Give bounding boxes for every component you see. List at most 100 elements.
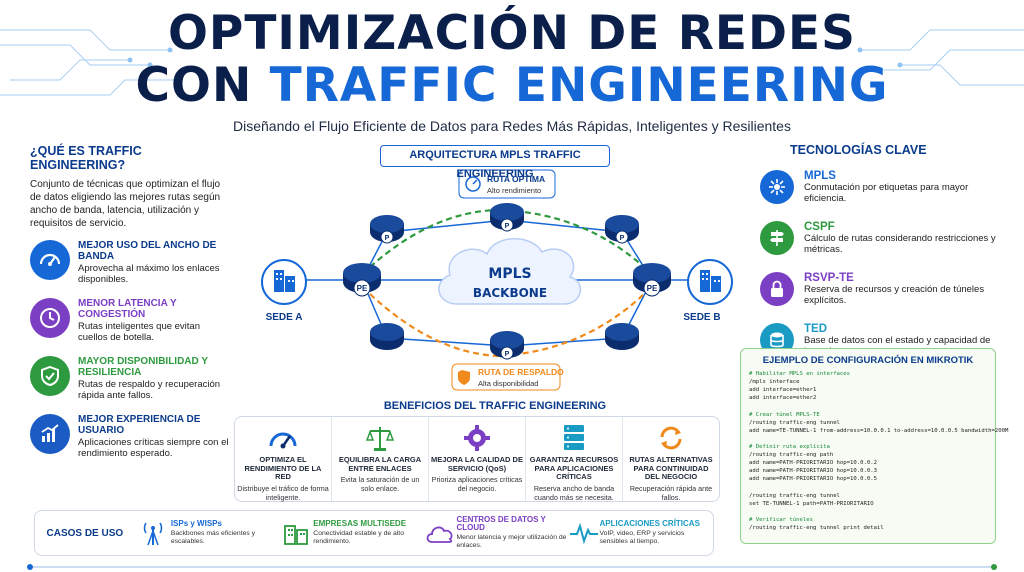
config-title: EJEMPLO DE CONFIGURACIÓN EN MIKROTIK bbox=[762, 355, 974, 366]
tech-desc: Reserva de recursos y creación de túnele… bbox=[804, 284, 985, 307]
tech-title: CSPF bbox=[804, 221, 835, 233]
tech-desc: Conmutación por etiquetas para mayor efi… bbox=[804, 182, 969, 205]
tech-heading: TECNOLOGÍAS CLAVE bbox=[790, 143, 927, 157]
bar-chart-icon bbox=[30, 414, 70, 454]
backup-route-title: RUTA DE RESPALDO bbox=[478, 367, 564, 377]
shield-check-icon bbox=[30, 356, 70, 396]
network-hub-icon bbox=[760, 170, 794, 204]
mpls-backbone-cloud bbox=[438, 238, 582, 305]
router-label: P bbox=[385, 235, 390, 242]
network-topology: MPLS BACKBONE P P P PE PE P bbox=[261, 169, 733, 391]
benefit-card-desc: Distribuye el tráfico de forma inteligen… bbox=[237, 483, 329, 502]
use-case-desc: VoIP, video, ERP y servicios sensibles a… bbox=[599, 529, 685, 545]
benefit-card: MEJORA LA CALIDAD DE SERVICIO (QoS) Prio… bbox=[429, 417, 526, 501]
tech-title: MPLS bbox=[804, 170, 836, 182]
config-code-line: /routing traffic-eng tunnel print detail bbox=[749, 525, 884, 532]
router-p-bottom-right bbox=[605, 323, 639, 350]
site-b-label: SEDE B bbox=[683, 312, 720, 323]
benefit-card: RUTAS ALTERNATIVAS PARA CONTINUIDAD DEL … bbox=[623, 417, 719, 501]
benefit-card-title: RUTAS ALTERNATIVAS PARA CONTINUIDAD DEL … bbox=[629, 455, 713, 482]
benefit-card-desc: Prioriza aplicaciones críticas del negoc… bbox=[431, 475, 523, 493]
router-label: PE bbox=[357, 284, 368, 293]
optimal-route-desc: Alto rendimiento bbox=[487, 186, 541, 195]
benefit-card-title: OPTIMIZA EL RENDIMIENTO DE LA RED bbox=[244, 455, 322, 482]
what-description: Conjunto de técnicas que optimizan el fl… bbox=[30, 179, 221, 229]
optimal-route-badge: RUTA ÓPTIMA Alto rendimiento bbox=[458, 169, 556, 199]
backup-shield-icon bbox=[458, 370, 470, 385]
benefit-card-desc: Recuperación rápida ante fallos. bbox=[629, 483, 713, 502]
site-b-building-icon bbox=[687, 259, 733, 305]
clock-icon bbox=[30, 298, 70, 338]
backbone-label-2: BACKBONE bbox=[473, 286, 547, 300]
main-title-line2: CON TRAFFIC ENGINEERING bbox=[0, 58, 1024, 113]
speedometer-icon bbox=[235, 423, 331, 453]
config-code-line: add interface=ether1 bbox=[749, 387, 817, 394]
config-comment-line: # Crear túnel MPLS-TE bbox=[749, 411, 820, 418]
benefit-desc: Aprovecha al máximo los enlaces disponib… bbox=[78, 263, 220, 286]
use-case-title: APLICACIONES CRÍTICAS bbox=[599, 518, 700, 528]
config-code-line: /routing traffic-eng tunnel bbox=[749, 419, 840, 426]
scale-icon bbox=[332, 423, 428, 453]
config-code-line: add name=TE-TUNNEL-1 from-address=10.0.0… bbox=[749, 427, 1009, 434]
benefits-heading: BENEFICIOS DEL TRAFFIC ENGINEERING bbox=[383, 400, 607, 412]
config-code-line: /mpls interface bbox=[749, 379, 800, 386]
benefit-title: MENOR LATENCIA Y CONGESTIÓN bbox=[78, 298, 177, 320]
config-comment-line: # Habilitar MPLS en interfaces bbox=[749, 371, 851, 377]
router-pe-right: PE bbox=[633, 263, 671, 297]
use-case-desc: Conectividad estable y de alto rendimien… bbox=[313, 529, 404, 545]
benefit-card-title: GARANTIZA RECURSOS PARA APLICACIONES CRÍ… bbox=[529, 455, 619, 482]
benefit-desc: Rutas inteligentes que evitan cuellos de… bbox=[78, 321, 200, 344]
config-code-line: add name=PATH-PRIORITARIO hop=10.0.0.3 bbox=[749, 468, 877, 475]
cloud-icon bbox=[424, 522, 457, 544]
refresh-icon bbox=[623, 423, 719, 453]
benefit-card-title: EQUILIBRA LA CARGA ENTRE ENLACES bbox=[338, 455, 422, 473]
mikrotik-config-box: EJEMPLO DE CONFIGURACIÓN EN MIKROTIK # H… bbox=[740, 348, 1009, 544]
subtitle: Diseñando el Flujo Eficiente de Datos pa… bbox=[233, 118, 791, 134]
pulse-icon bbox=[568, 522, 599, 544]
site-a-label: SEDE A bbox=[266, 312, 303, 323]
backup-route-badge: RUTA DE RESPALDO Alta disponibilidad bbox=[451, 363, 564, 391]
tech-title: RSVP-TE bbox=[804, 272, 854, 284]
benefit-card: EQUILIBRA LA CARGA ENTRE ENLACES Evita l… bbox=[332, 417, 429, 501]
config-code-line bbox=[749, 484, 987, 492]
use-case-desc: Backbones más eficientes y escalables. bbox=[170, 529, 256, 545]
router-label: P bbox=[505, 223, 510, 230]
config-comment-line: # Definir ruta explícita bbox=[749, 443, 830, 450]
main-title-line1: OPTIMIZACIÓN DE REDES bbox=[167, 6, 857, 61]
router-p-bottom-center: P bbox=[490, 331, 524, 360]
router-p-bottom-left bbox=[370, 323, 404, 350]
router-label: P bbox=[620, 235, 625, 242]
benefit-title: MAYOR DISPONIBILIDAD Y RESILIENCIA bbox=[78, 356, 208, 378]
config-code-line bbox=[749, 402, 987, 410]
title-highlight: TRAFFIC ENGINEERING bbox=[269, 58, 889, 113]
benefit-card-desc: Evita la saturación de un solo enlace. bbox=[340, 475, 420, 493]
config-code-line: set TE-TUNNEL-1 path=PATH-PRIORITARIO bbox=[749, 500, 874, 507]
backbone-label-1: MPLS bbox=[488, 266, 531, 282]
use-cases-heading: CASOS DE USO bbox=[46, 527, 124, 539]
router-label: P bbox=[505, 351, 510, 358]
antenna-icon bbox=[135, 519, 171, 547]
config-code: # Habilitar MPLS en interfaces/mpls inte… bbox=[749, 370, 1009, 532]
title-prefix: CON bbox=[135, 58, 270, 113]
diagram-title: ARQUITECTURA MPLS TRAFFIC ENGINEERING bbox=[380, 145, 610, 180]
circuit-decoration-left bbox=[0, 29, 183, 96]
benefit-title: MEJOR USO DEL ANCHO DE BANDA bbox=[78, 240, 217, 262]
circuit-decoration-right bbox=[857, 29, 1024, 86]
site-a-building-icon bbox=[261, 259, 307, 305]
router-label: PE bbox=[647, 284, 658, 293]
benefits-strip: OPTIMIZA EL RENDIMIENTO DE LA RED Distri… bbox=[234, 416, 720, 502]
config-code-line: /routing traffic-eng path bbox=[749, 452, 834, 459]
backup-route-desc: Alta disponibilidad bbox=[478, 379, 538, 388]
router-p-top-left: P bbox=[370, 215, 404, 244]
gauge-icon bbox=[30, 240, 70, 280]
tech-desc: Cálculo de rutas considerando restriccio… bbox=[804, 233, 996, 256]
config-code-line: add name=PATH-PRIORITARIO hop=10.0.0.5 bbox=[749, 476, 877, 483]
lock-icon bbox=[760, 272, 794, 306]
